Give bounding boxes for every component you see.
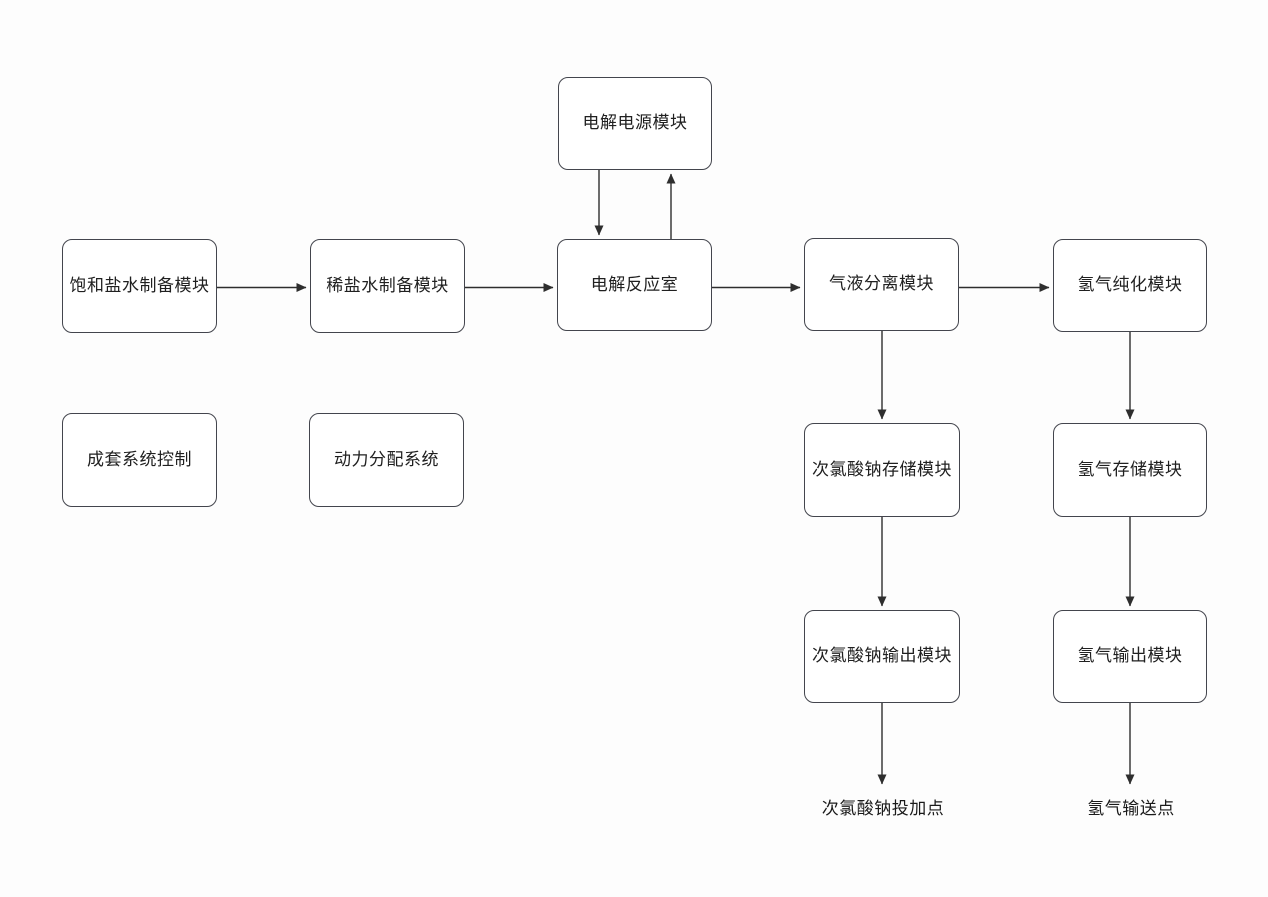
- node-label: 氢气纯化模块: [1077, 275, 1183, 295]
- node-power-distribution: 动力分配系统: [309, 413, 464, 507]
- node-dilute-brine: 稀盐水制备模块: [310, 239, 465, 333]
- node-naclo-output: 次氯酸钠输出模块: [804, 610, 960, 703]
- node-electrolysis-chamber: 电解反应室: [557, 239, 712, 331]
- node-label: 次氯酸钠输出模块: [812, 646, 952, 666]
- node-label: 稀盐水制备模块: [326, 275, 449, 295]
- node-label: 氢气存储模块: [1077, 459, 1183, 479]
- node-hydrogen-storage: 氢气存储模块: [1053, 423, 1207, 517]
- node-label: 氢气输出模块: [1077, 646, 1183, 666]
- node-label: 成套系统控制: [87, 449, 192, 469]
- node-naclo-storage: 次氯酸钠存储模块: [804, 423, 960, 517]
- node-hydrogen-output: 氢气输出模块: [1053, 610, 1207, 703]
- node-label: 次氯酸钠存储模块: [812, 459, 952, 479]
- node-label: 气液分离模块: [829, 274, 934, 294]
- node-label: 电解电源模块: [582, 113, 688, 133]
- node-hydrogen-purification: 氢气纯化模块: [1053, 239, 1207, 332]
- terminal-hydrogen-delivery-point: 氢气输送点: [1087, 799, 1175, 818]
- terminal-naclo-dosing-point: 次氯酸钠投加点: [821, 799, 945, 818]
- node-power-module: 电解电源模块: [558, 77, 712, 170]
- node-label: 电解反应室: [590, 274, 679, 294]
- node-system-control: 成套系统控制: [62, 413, 217, 507]
- node-saturated-brine: 饱和盐水制备模块: [62, 239, 217, 333]
- node-label: 饱和盐水制备模块: [69, 275, 210, 295]
- node-gas-liquid-separation: 气液分离模块: [804, 238, 959, 331]
- node-label: 动力分配系统: [334, 449, 439, 469]
